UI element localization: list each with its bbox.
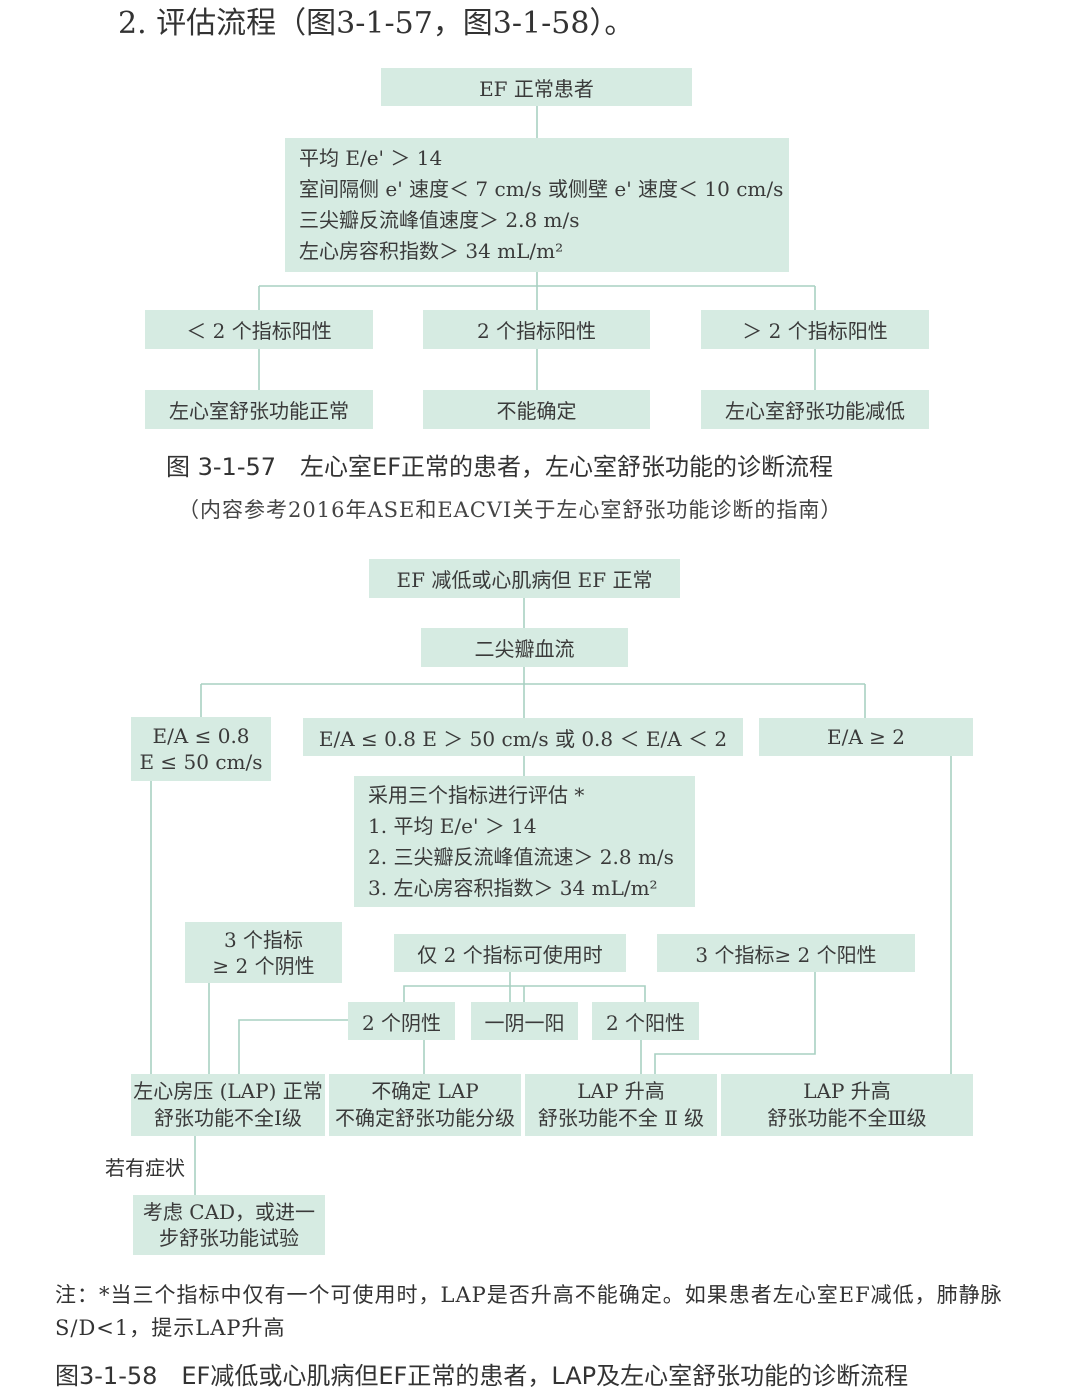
left-condition-box: E/A ≤ 0.8 E ≤ 50 cm/s: [131, 717, 271, 781]
consider-cad-box: 考虑 CAD，或进一 步舒张功能试验: [133, 1195, 325, 1255]
outcome-line: 舒张功能不全Ⅲ级: [767, 1106, 927, 1130]
assessment-line: 采用三个指标进行评估 *: [368, 782, 585, 807]
criteria-box: 平均 E/e' ＞ 14 室间隔侧 e' 速度＜ 7 cm/s 或侧壁 e' 速…: [285, 138, 789, 272]
two-positive-box: 2 个阳性: [592, 1002, 699, 1040]
three-index-negative-box: 3 个指标 ≥ 2 个阴性: [185, 922, 342, 983]
outcome-lap-uncertain-box: 不确定 LAP 不确定舒张功能分级: [329, 1074, 521, 1136]
left-condition-line: E ≤ 50 cm/s: [139, 750, 263, 774]
outcome-line: 舒张功能不全 Ⅱ 级: [537, 1106, 705, 1130]
three-index-positive-box: 3 个指标≥ 2 个阳性: [657, 934, 915, 972]
ef-reduced-start-box: EF 减低或心肌病但 EF 正常: [369, 559, 680, 598]
negative-line: 3 个指标: [223, 927, 304, 952]
ef-normal-start-box: EF 正常患者: [381, 68, 692, 106]
right-condition-box: E/A ≥ 2: [759, 718, 973, 756]
figure-57-subcaption: （内容参考2016年ASE和EACVI关于左心室舒张功能诊断的指南）: [178, 498, 843, 522]
outcome-line: 不确定 LAP: [371, 1079, 479, 1103]
figure-58-caption: 图3-1-58 EF减低或心肌病但EF正常的患者，LAP及左心室舒张功能的诊断流…: [55, 1362, 909, 1390]
outcome-line: 不确定舒张功能分级: [335, 1106, 515, 1130]
outcome-line: LAP 升高: [577, 1079, 665, 1103]
two-negative-box: 2 个阴性: [348, 1002, 455, 1040]
left-condition-line: E/A ≤ 0.8: [152, 724, 250, 748]
result-normal-box: 左心室舒张功能正常: [145, 390, 373, 429]
outcome-line: 舒张功能不全Ⅰ级: [154, 1106, 302, 1130]
outcome-line: 左心房压 (LAP) 正常: [133, 1079, 323, 1103]
criteria-line: 平均 E/e' ＞ 14: [299, 146, 443, 170]
branch-more-than-2-box: ＞ 2 个指标阳性: [701, 310, 929, 349]
outcome-line: LAP 升高: [803, 1079, 891, 1103]
branch-less-than-2-box: ＜ 2 个指标阳性: [145, 310, 373, 349]
figure-57-caption: 图 3-1-57 左心室EF正常的患者，左心室舒张功能的诊断流程: [166, 453, 833, 481]
branch-equal-2-box: 2 个指标阳性: [423, 310, 650, 349]
assessment-line: 3. 左心房容积指数＞ 34 mL/m²: [368, 875, 658, 900]
section-heading: 2. 评估流程（图3-1-57，图3-1-58）。: [118, 6, 635, 41]
mitral-flow-box: 二尖瓣血流: [421, 628, 628, 667]
outcome-grade-3-box: LAP 升高 舒张功能不全Ⅲ级: [721, 1074, 973, 1136]
three-index-assessment-box: 采用三个指标进行评估 * 1. 平均 E/e' ＞ 14 2. 三尖瓣反流峰值流…: [354, 776, 695, 907]
cad-line: 步舒张功能试验: [159, 1226, 299, 1250]
one-each-box: 一阴一阳: [471, 1002, 578, 1040]
criteria-line: 三尖瓣反流峰值速度＞ 2.8 m/s: [299, 208, 580, 232]
figure-58-note: 注：*当三个指标中仅有一个可使用时，LAP是否升高不能确定。如果患者左心室EF减…: [55, 1283, 1003, 1340]
outcome-lap-normal-box: 左心房压 (LAP) 正常 舒张功能不全Ⅰ级: [131, 1074, 325, 1136]
result-reduced-box: 左心室舒张功能减低: [701, 390, 929, 429]
outcome-grade-2-box: LAP 升高 舒张功能不全 Ⅱ 级: [525, 1074, 717, 1136]
result-undetermined-box: 不能确定: [423, 390, 650, 429]
if-symptomatic-label: 若有症状: [105, 1156, 185, 1180]
middle-condition-box: E/A ≤ 0.8 E ＞ 50 cm/s 或 0.8 ＜ E/A ＜ 2: [303, 718, 743, 756]
criteria-line: 室间隔侧 e' 速度＜ 7 cm/s 或侧壁 e' 速度＜ 10 cm/s: [299, 177, 784, 201]
cad-line: 考虑 CAD，或进一: [142, 1200, 316, 1224]
assessment-line: 1. 平均 E/e' ＞ 14: [368, 813, 537, 838]
only-two-available-box: 仅 2 个指标可使用时: [394, 934, 626, 972]
negative-line: ≥ 2 个阴性: [212, 953, 315, 978]
criteria-line: 左心房容积指数＞ 34 mL/m²: [299, 239, 564, 263]
assessment-line: 2. 三尖瓣反流峰值流速＞ 2.8 m/s: [368, 844, 674, 869]
